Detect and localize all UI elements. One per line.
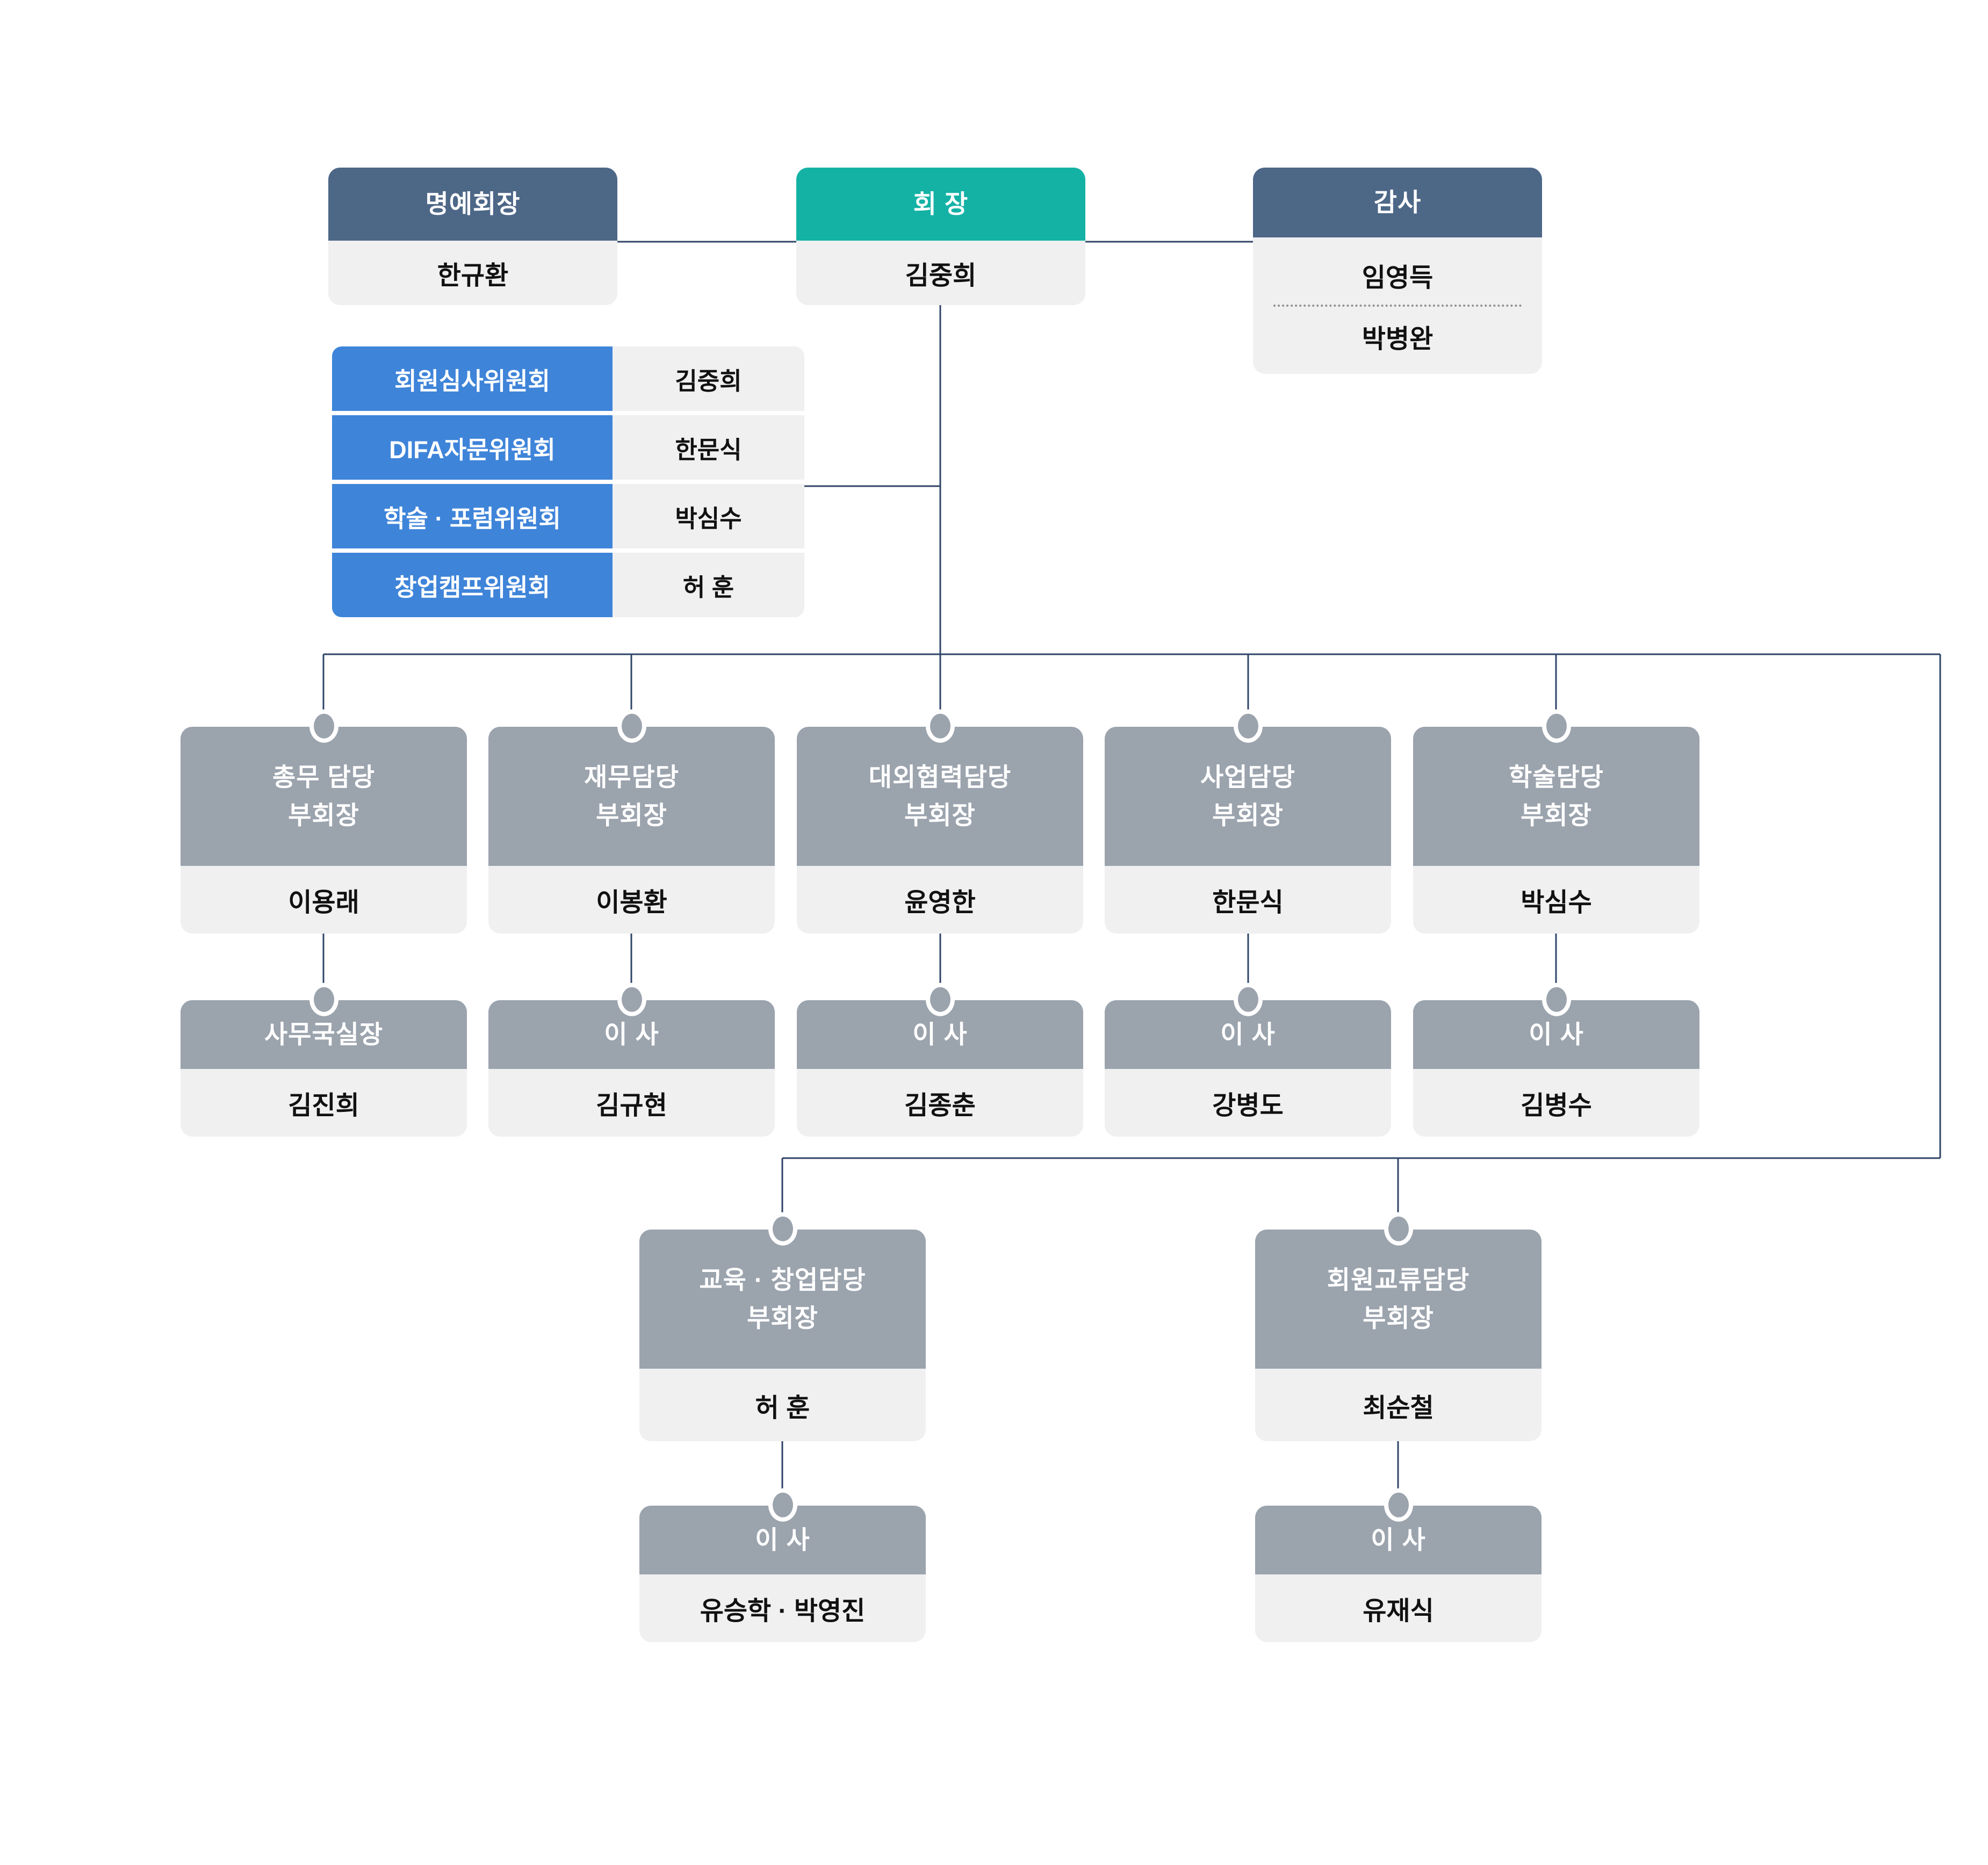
director-box: 이 사 김규현 [488, 982, 775, 1137]
vp-name: 박심수 [1413, 866, 1699, 934]
director-box: 이 사 강병도 [1105, 982, 1391, 1137]
sub-name: 유승학 · 박영진 [639, 1574, 926, 1642]
committee-row: 창업캠프위원회 허 훈 [332, 553, 804, 617]
pin-dot [309, 709, 338, 743]
sub-name: 김규현 [488, 1069, 775, 1137]
sub-name: 김진희 [181, 1069, 467, 1137]
sub-name: 유재식 [1255, 1574, 1542, 1642]
vp-business-box: 사업담당 부회장 한문식 [1105, 709, 1391, 934]
auditor-name-2: 박병완 [1362, 325, 1434, 353]
pin-dot [1384, 1212, 1413, 1246]
vp-general-affairs-box: 총무 담당 부회장 이용래 [181, 709, 467, 934]
committee-name: 허 훈 [613, 553, 804, 617]
committee-name: 김중희 [613, 346, 804, 411]
vp-title: 회원교류담당 부회장 [1255, 1230, 1542, 1369]
director-box: 이 사 유재식 [1255, 1488, 1542, 1642]
pin-dot [1542, 982, 1571, 1016]
auditor-title: 감사 [1253, 168, 1542, 237]
vp-name: 윤영한 [797, 866, 1083, 934]
dotted-divider [1273, 305, 1522, 307]
pin-dot [1233, 709, 1263, 743]
pin-dot [1233, 982, 1263, 1016]
vp-academic-box: 학술담당 부회장 박심수 [1413, 709, 1699, 934]
honorary-chairman-box: 명예회장 한규환 [328, 168, 617, 305]
pin-dot [617, 709, 646, 743]
committee-row: DIFA자문위원회 한문식 [332, 415, 804, 480]
vp-title: 학술담당 부회장 [1413, 727, 1699, 866]
pin-dot [768, 1212, 797, 1246]
honorary-chairman-name: 한규환 [328, 241, 617, 305]
vp-name: 이용래 [181, 866, 467, 934]
director-box: 이 사 유승학 · 박영진 [639, 1488, 926, 1642]
pin-dot [617, 982, 646, 1016]
vp-title: 재무담당 부회장 [488, 727, 775, 866]
vp-title: 대외협력담당 부회장 [797, 727, 1083, 866]
chairman-name: 김중희 [796, 241, 1085, 305]
vp-external-box: 대외협력담당 부회장 윤영한 [797, 709, 1083, 934]
vp-title: 사업담당 부회장 [1105, 727, 1391, 866]
pin-dot [925, 709, 955, 743]
sub-name: 김종춘 [797, 1069, 1083, 1137]
auditor-box: 감사 임영득 박병완 [1253, 168, 1542, 374]
honorary-chairman-title: 명예회장 [328, 168, 617, 241]
committee-label: 학술 · 포럼위원회 [332, 484, 613, 548]
committee-row: 학술 · 포럼위원회 박심수 [332, 484, 804, 548]
committee-label: DIFA자문위원회 [332, 415, 613, 480]
committee-label: 회원심사위원회 [332, 346, 613, 411]
vp-member-exchange-box: 회원교류담당 부회장 최순철 [1255, 1212, 1542, 1441]
committee-row: 회원심사위원회 김중희 [332, 346, 804, 411]
auditor-name-1: 임영득 [1362, 264, 1434, 292]
vp-finance-box: 재무담당 부회장 이봉환 [488, 709, 775, 934]
vp-name: 한문식 [1105, 866, 1391, 934]
sub-name: 강병도 [1105, 1069, 1391, 1137]
vp-name: 허 훈 [639, 1369, 926, 1441]
vp-title: 총무 담당 부회장 [181, 727, 467, 866]
pin-dot [1542, 709, 1571, 743]
vp-name: 이봉환 [488, 866, 775, 934]
director-box: 이 사 김병수 [1413, 982, 1699, 1137]
auditor-names: 임영득 박병완 [1253, 237, 1542, 374]
pin-dot [768, 1488, 797, 1522]
pin-dot [1384, 1488, 1413, 1522]
committee-name: 한문식 [613, 415, 804, 480]
director-box: 이 사 김종춘 [797, 982, 1083, 1137]
pin-dot [309, 982, 338, 1016]
chairman-title: 회 장 [796, 168, 1085, 241]
vp-education-startup-box: 교육 · 창업담당 부회장 허 훈 [639, 1212, 926, 1441]
committee-label: 창업캠프위원회 [332, 553, 613, 617]
committee-name: 박심수 [613, 484, 804, 548]
vp-name: 최순철 [1255, 1369, 1542, 1441]
vp-title: 교육 · 창업담당 부회장 [639, 1230, 926, 1369]
sub-name: 김병수 [1413, 1069, 1699, 1137]
chairman-box: 회 장 김중희 [796, 168, 1085, 305]
pin-dot [925, 982, 955, 1016]
secretariat-box: 사무국실장 김진희 [181, 982, 467, 1137]
committee-table: 회원심사위원회 김중희 DIFA자문위원회 한문식 학술 · 포럼위원회 박심수… [332, 346, 804, 617]
